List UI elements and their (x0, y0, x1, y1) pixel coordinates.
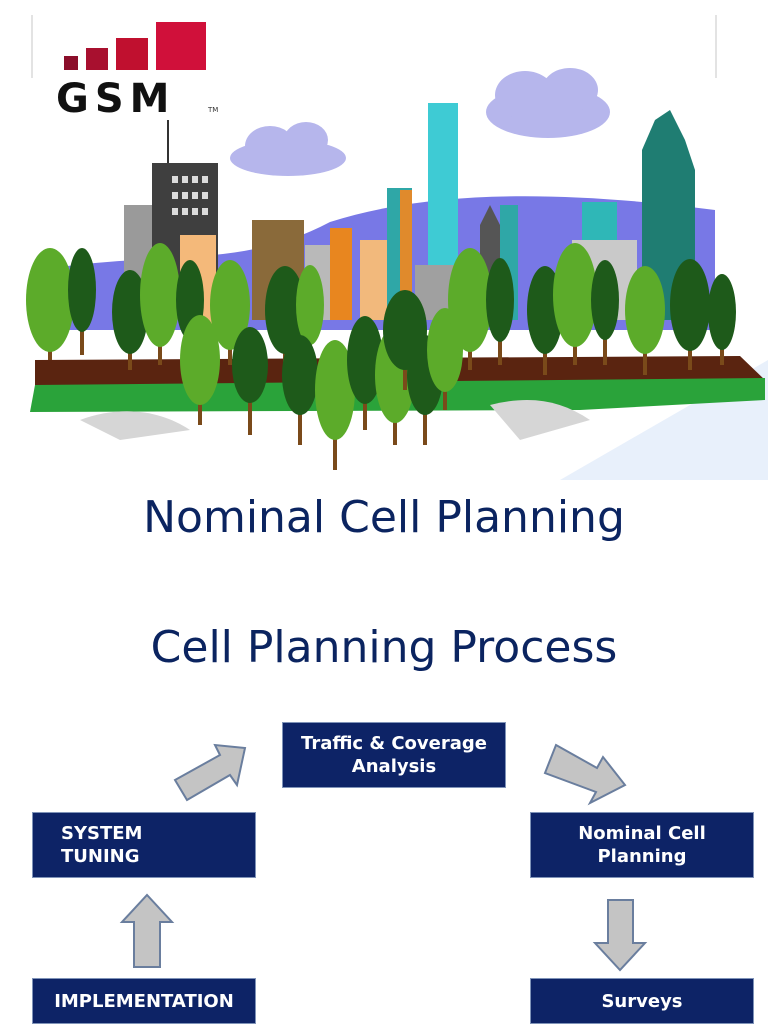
process-label-nominal-cell-planning: Nominal Cell Planning (578, 823, 706, 867)
city-skyline-illustration (26, 15, 768, 480)
process-arrows (119, 743, 648, 972)
process-box-implementation: IMPLEMENTATION (32, 978, 256, 1024)
gsm-logo-squares (64, 22, 206, 70)
process-label-traffic-coverage: Traffic & Coverage Analysis (301, 733, 487, 777)
process-box-surveys: Surveys (530, 978, 754, 1024)
page-title: Nominal Cell Planning (143, 492, 625, 543)
gsm-logo-trademark: TM (208, 106, 219, 114)
process-label-system-tuning: SYSTEM TUNING (61, 823, 143, 867)
arrow-down (592, 899, 648, 972)
process-box-traffic-coverage: Traffic & Coverage Analysis (282, 722, 506, 788)
arrow-down-right (543, 743, 627, 806)
gsm-logo: GSM TM (56, 18, 236, 122)
process-label-implementation: IMPLEMENTATION (54, 990, 234, 1012)
section-title: Cell Planning Process (150, 622, 618, 673)
process-box-nominal-cell-planning: Nominal Cell Planning (530, 812, 754, 878)
gsm-logo-text: GSM (56, 76, 176, 122)
process-label-surveys: Surveys (601, 990, 683, 1012)
arrow-up (119, 893, 175, 968)
process-box-system-tuning: SYSTEM TUNING (32, 812, 256, 878)
arrow-up-right (173, 743, 247, 802)
